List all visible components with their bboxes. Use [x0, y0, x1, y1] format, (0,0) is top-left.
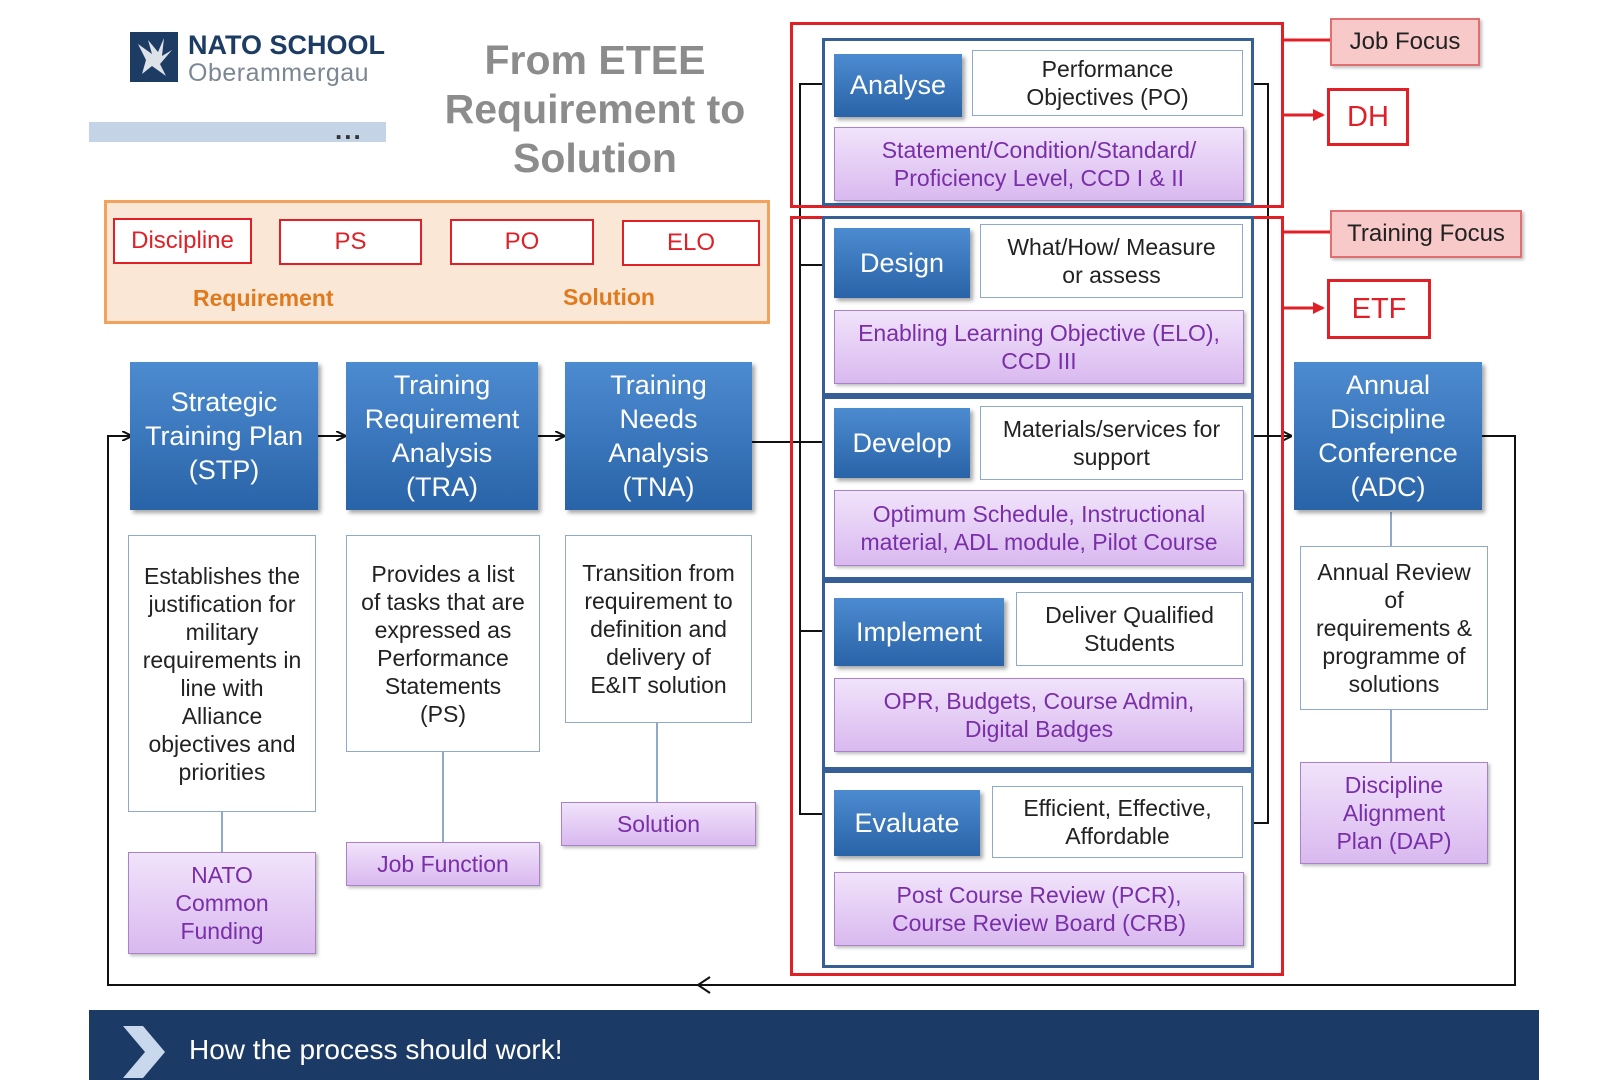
- header-ellipsis: ...: [335, 115, 363, 145]
- tna-box: Training Needs Analysis (TNA): [565, 362, 752, 510]
- chevron-right-icon: [123, 1026, 165, 1078]
- phase-develop: Develop: [834, 408, 970, 478]
- solution-label: Solution: [563, 284, 655, 310]
- analyse-detail: Performance Objectives (PO): [972, 50, 1243, 116]
- implement-output: OPR, Budgets, Course Admin, Digital Badg…: [834, 678, 1244, 752]
- job-focus-tag: Job Focus: [1330, 18, 1480, 66]
- header-bar: [89, 122, 386, 142]
- logo-name: NATO SCHOOL: [188, 30, 386, 60]
- stp-description: Establishes the justification for milita…: [128, 535, 316, 812]
- phase-implement: Implement: [834, 598, 1004, 666]
- phase-evaluate: Evaluate: [834, 790, 980, 856]
- footer-banner: How the process should work!: [89, 1010, 1539, 1080]
- feedback-loop: [107, 436, 1516, 986]
- phase-bracket-left: [799, 83, 830, 815]
- etf-tag: ETF: [1327, 279, 1431, 339]
- title-line-1: From ETEE: [484, 36, 706, 83]
- develop-output: Optimum Schedule, Instructional material…: [834, 490, 1244, 566]
- flow-step-po: PO: [450, 219, 594, 265]
- tna-description: Transition from requirement to definitio…: [565, 535, 752, 723]
- flow-step-ps: PS: [279, 219, 422, 265]
- phase-design: Design: [834, 228, 970, 298]
- phase-analyse: Analyse: [834, 54, 962, 117]
- requirement-label: Requirement: [193, 285, 334, 311]
- stp-box: Strategic Training Plan (STP): [130, 362, 318, 510]
- phase-bracket-right: [1254, 83, 1269, 824]
- tra-description: Provides a list of tasks that are expres…: [346, 535, 540, 752]
- tra-box: Training Requirement Analysis (TRA): [346, 362, 538, 510]
- dh-tag: DH: [1327, 88, 1409, 146]
- implement-detail: Deliver Qualified Students: [1016, 592, 1243, 666]
- adc-description: Annual Review of requirements & programm…: [1300, 546, 1488, 710]
- flow-step-elo: ELO: [622, 220, 760, 266]
- evaluate-detail: Efficient, Effective, Affordable: [992, 786, 1243, 858]
- training-focus-tag: Training Focus: [1330, 210, 1522, 258]
- tra-output: Job Function: [346, 842, 540, 886]
- design-output: Enabling Learning Objective (ELO), CCD I…: [834, 310, 1244, 384]
- eagle-emblem-icon: [130, 32, 178, 82]
- page-title: From ETEE Requirement to Solution: [430, 34, 760, 184]
- adc-box: Annual Discipline Conference (ADC): [1294, 362, 1482, 510]
- title-line-2: Requirement to: [444, 85, 746, 132]
- nato-school-logo: NATO SCHOOL Oberammergau: [130, 30, 390, 90]
- footer-text: How the process should work!: [189, 1034, 563, 1065]
- adc-output: Discipline Alignment Plan (DAP): [1300, 762, 1488, 864]
- evaluate-output: Post Course Review (PCR), Course Review …: [834, 872, 1244, 946]
- stp-output: NATO Common Funding: [128, 852, 316, 954]
- logo-place: Oberammergau: [188, 59, 370, 87]
- design-detail: What/How/ Measure or assess: [980, 224, 1243, 298]
- job-focus-frame: [790, 22, 1284, 208]
- analyse-output: Statement/Condition/Standard/ Proficienc…: [834, 127, 1244, 201]
- title-line-3: Solution: [513, 134, 677, 181]
- tna-output: Solution: [561, 802, 756, 846]
- develop-detail: Materials/services for support: [980, 406, 1243, 480]
- flow-step-discipline: Discipline: [113, 218, 252, 264]
